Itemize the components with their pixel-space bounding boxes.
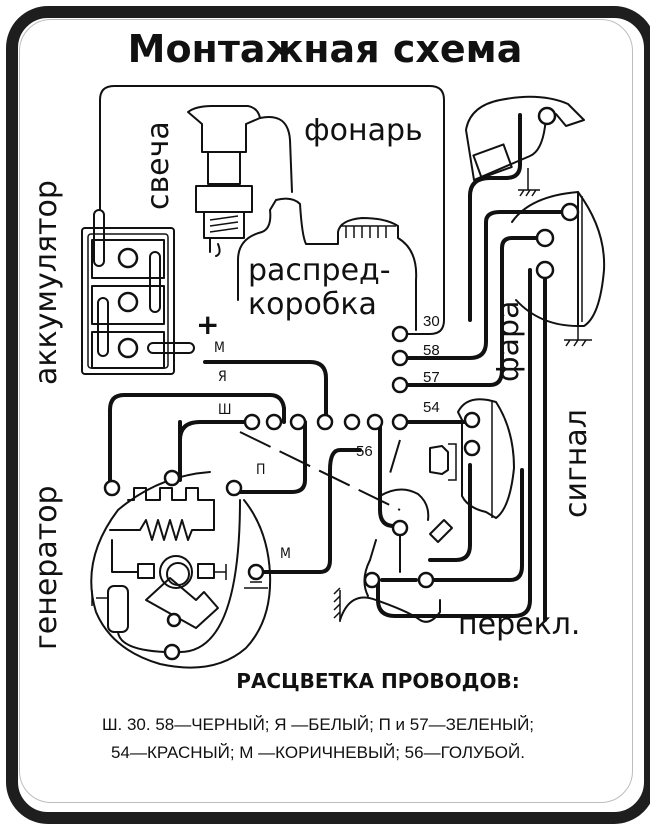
wire-p (236, 420, 307, 494)
wire-tail-ground (468, 113, 522, 322)
terminal-m-generator: М (280, 546, 291, 562)
legend-line-1: Ш. 30. 58—ЧЕРНЫЙ; Я —БЕЛЫЙ; П и 57—ЗЕЛЕН… (102, 715, 534, 734)
terminal-56: 56 (356, 443, 373, 460)
inner-frame-line (19, 19, 633, 803)
terminal-54: 54 (423, 399, 440, 416)
wire-58 (398, 210, 572, 360)
switch (333, 488, 453, 623)
wire-56 (378, 420, 402, 528)
label-horn: сигнал (559, 409, 594, 518)
wire-sh (122, 393, 286, 424)
terminal-30: 30 (423, 313, 440, 330)
label-switch: перекл. (458, 607, 580, 642)
wire-ya (203, 360, 328, 424)
label-headlamp: фара (491, 301, 526, 382)
legend-heading: РАСЦВЕТКА ПРОВОДОВ: (236, 669, 519, 693)
wire-m (258, 448, 362, 574)
junction-box (237, 197, 418, 331)
terminal-p: П (256, 462, 265, 478)
battery (81, 209, 195, 375)
label-junction-box-1: распред- (248, 253, 391, 288)
terminal-58: 58 (423, 342, 440, 359)
wire-horn-a (376, 268, 532, 618)
spark-plug (187, 105, 261, 257)
headlamp (511, 191, 606, 347)
wire-switch-bottom (432, 468, 524, 582)
tail-lamp (465, 95, 585, 197)
label-battery: аккумулятор (29, 180, 64, 385)
horn (429, 398, 515, 519)
wires (99, 85, 572, 622)
linkage-1 (239, 431, 401, 511)
linkage-2 (387, 439, 401, 481)
terminal-ya: Я (218, 369, 227, 385)
legend-line-2: 54—КРАСНЫЙ; М —КОРИЧНЕВЫЙ; 56—ГОЛУБОЙ. (111, 743, 525, 762)
wire-sh-gen (108, 393, 126, 490)
label-junction-box-2: коробка (248, 287, 377, 322)
wire-spark-lead (259, 116, 293, 193)
terminal-57: 57 (423, 369, 440, 386)
terminal-m-battery: М (214, 340, 225, 356)
terminal-row (243, 325, 409, 431)
label-generator: генератор (29, 485, 64, 650)
wire-lamp-switch (428, 463, 472, 562)
diagram-title: Монтажная схема (128, 27, 523, 71)
terminal-sh: Ш (218, 402, 231, 418)
wire-57 (398, 236, 547, 387)
generator (90, 469, 272, 669)
label-spark-plug: свеча (141, 121, 176, 210)
wire-gen-a (178, 420, 250, 442)
terminal-plus: + (196, 308, 219, 341)
wire-top-loop (99, 85, 445, 335)
label-tail-lamp: фонарь (304, 113, 423, 148)
